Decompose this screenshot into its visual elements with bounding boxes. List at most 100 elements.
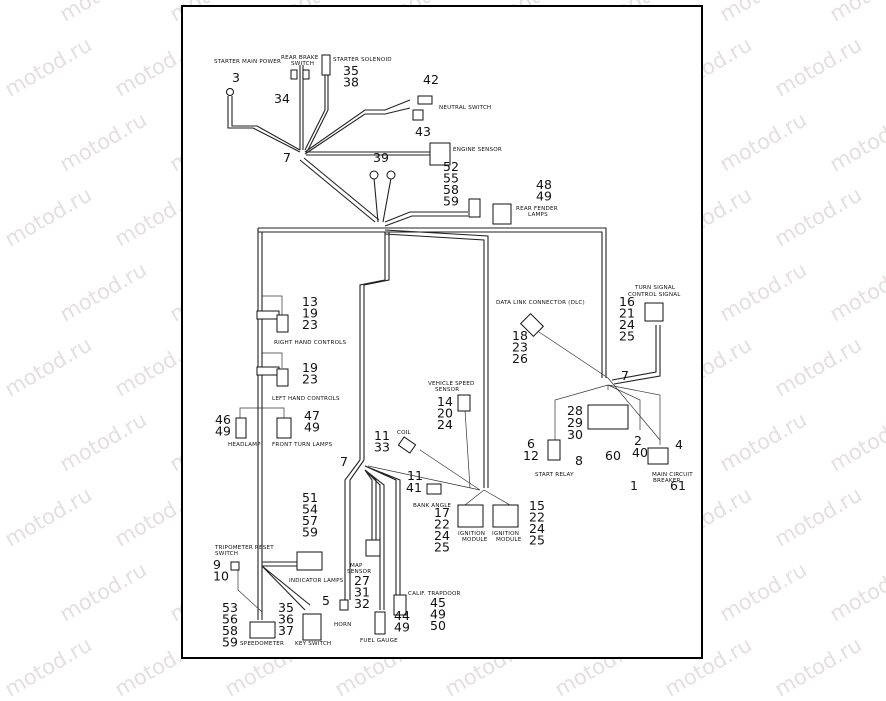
indicator-lamps-part-number: 54	[302, 502, 318, 517]
tripometer-reset-switch-label: SWITCH	[215, 551, 238, 557]
coil-part-number: 11	[374, 428, 390, 443]
rear-fender-lamps-label: REAR FENDER	[516, 206, 558, 212]
left-hand-controls-part-number: 19	[302, 360, 318, 375]
map-sensor-body	[365, 539, 381, 557]
neutral-switch-b	[412, 109, 424, 121]
horn-body	[339, 599, 349, 611]
tripometer-reset-switch-body	[230, 561, 240, 571]
right-hand-controls-part-number: 23	[302, 317, 318, 332]
ignition-module-right-label: IGNITION	[492, 531, 519, 537]
headlamp-label: HEADLAMP	[228, 442, 261, 448]
main-circuit-breaker-part-number: 40	[632, 445, 648, 460]
right-hand-controls-part-number: 19	[302, 306, 318, 321]
ignition-module-left-label: MODULE	[462, 537, 488, 543]
left-hand-controls-clamp	[256, 366, 280, 376]
engine-sensor-part-number: 55	[443, 171, 459, 186]
engine-sensor-part-number: 58	[443, 182, 459, 197]
tripometer-reset-switch-label: TRIPOMETER RESET	[214, 545, 274, 551]
wire-left-trunk	[257, 228, 263, 620]
speedometer-part-number: 56	[222, 612, 238, 627]
horn-part-number: 5	[322, 593, 330, 608]
key-switch-part-number: 36	[278, 612, 294, 627]
wire-key-switch	[261, 565, 311, 611]
map-sensor-part-number: 31	[354, 585, 370, 600]
rear-fender-lamps-part-number: 49	[536, 189, 552, 204]
starter-solenoid-part-number: 38	[343, 75, 359, 90]
wire-starter-main-power-b	[231, 96, 301, 151]
fuse-block-part-number: 30	[567, 427, 583, 442]
wire-fuel-gauge	[364, 469, 385, 610]
calif-trapdoor-part-number: 50	[430, 618, 446, 633]
vehicle-speed-sensor-body	[457, 394, 471, 412]
start-relay-part-number: 12	[523, 448, 539, 463]
speedometer-part-number: 53	[222, 600, 238, 615]
rear-brake-switch-a	[290, 69, 298, 80]
vehicle-speed-sensor-label: VEHICLE SPEED	[428, 381, 474, 387]
dlc-connector	[519, 312, 545, 338]
start-relay-part-number: 8	[575, 453, 583, 468]
start-relay-body	[547, 439, 561, 461]
cable-tie-part-number: 7	[340, 454, 348, 469]
right-hand-controls-part-number: 13	[302, 294, 318, 309]
left-hand-controls-part-number: 23	[302, 372, 318, 387]
fuel-gauge-part-number: 44	[394, 608, 410, 623]
wire-rear-fender	[384, 211, 468, 227]
main-circuit-breaker-part-number: 61	[670, 478, 686, 493]
calif-trapdoor-part-number: 49	[430, 607, 446, 622]
ignition-module-left-label: IGNITION	[458, 531, 485, 537]
key-switch-body	[302, 613, 322, 641]
map-sensor-label: MAP	[350, 563, 363, 569]
bank-angle-part-number: 11	[407, 468, 423, 483]
neutral-switch-a	[417, 95, 433, 105]
indicator-lamps-part-number: 57	[302, 513, 318, 528]
headlamp-part-number: 49	[215, 424, 231, 439]
key-switch-part-number: 37	[278, 623, 294, 638]
wire-map	[364, 469, 377, 540]
right-hand-controls-clamp	[256, 310, 280, 320]
speedometer-part-number: 58	[222, 623, 238, 638]
data-link-connector-part-number: 23	[512, 340, 528, 355]
ignition-module-right-part-number: 22	[529, 510, 545, 525]
rear-fender-lamps-part-number: 48	[536, 177, 552, 192]
indicator-lamps-part-number: 51	[302, 490, 318, 505]
rear-fender-lamps-box	[492, 203, 512, 225]
turn-signal-control-label: TURN SIGNAL	[634, 285, 676, 291]
main-circuit-breaker-label: MAIN CIRCUIT	[652, 472, 693, 478]
front-turn-lamps-label: FRONT TURN LAMPS	[272, 442, 333, 448]
map-sensor-part-number: 32	[354, 596, 370, 611]
ignition-module-right-part-number: 24	[529, 521, 545, 536]
vehicle-speed-sensor-part-number: 14	[437, 394, 453, 409]
spark-plug-right	[386, 170, 396, 180]
indicator-lamps-connector	[296, 551, 323, 571]
fuel-gauge-label: FUEL GAUGE	[360, 638, 398, 644]
ignition-module-right-part-number: 15	[529, 498, 545, 513]
main-circuit-breaker-part-number: 1	[630, 478, 638, 493]
coil-connector	[397, 436, 417, 454]
turn-signal-control-part-number: 24	[619, 317, 635, 332]
calif-trapdoor-body	[393, 594, 407, 616]
key-switch-part-number: 35	[278, 600, 294, 615]
ignition-module-left-part-number: 25	[434, 540, 450, 555]
rear-brake-switch-label: REAR BRAKE	[281, 55, 319, 61]
calif-trapdoor-label: CALIF. TRAPDOOR	[408, 591, 461, 597]
speedometer-connector	[249, 621, 276, 639]
ignition-module-right-body	[492, 504, 519, 528]
indicator-lamps-label: INDICATOR LAMPS	[289, 578, 344, 584]
ignition-module-left-part-number: 24	[434, 528, 450, 543]
map-sensor-label: SENSOR	[347, 569, 371, 575]
ignition-module-right-part-number: 25	[529, 533, 545, 548]
ignition-module-left-part-number: 22	[434, 517, 450, 532]
cable-tie-part-number: 7	[621, 368, 629, 383]
turn-signal-connector	[644, 302, 664, 322]
headlamp-part-number: 46	[215, 412, 231, 427]
starter-solenoid-label: STARTER SOLENOID	[333, 57, 392, 63]
main-circuit-breaker-body	[647, 447, 669, 465]
main-circuit-breaker-part-number: 4	[675, 437, 683, 452]
components	[226, 54, 669, 641]
coil-part-number: 33	[374, 440, 390, 455]
bank-angle-label: BANK ANGLE	[413, 503, 452, 509]
starter-solenoid-connector	[321, 54, 331, 76]
map-sensor-part-number: 27	[354, 573, 370, 588]
